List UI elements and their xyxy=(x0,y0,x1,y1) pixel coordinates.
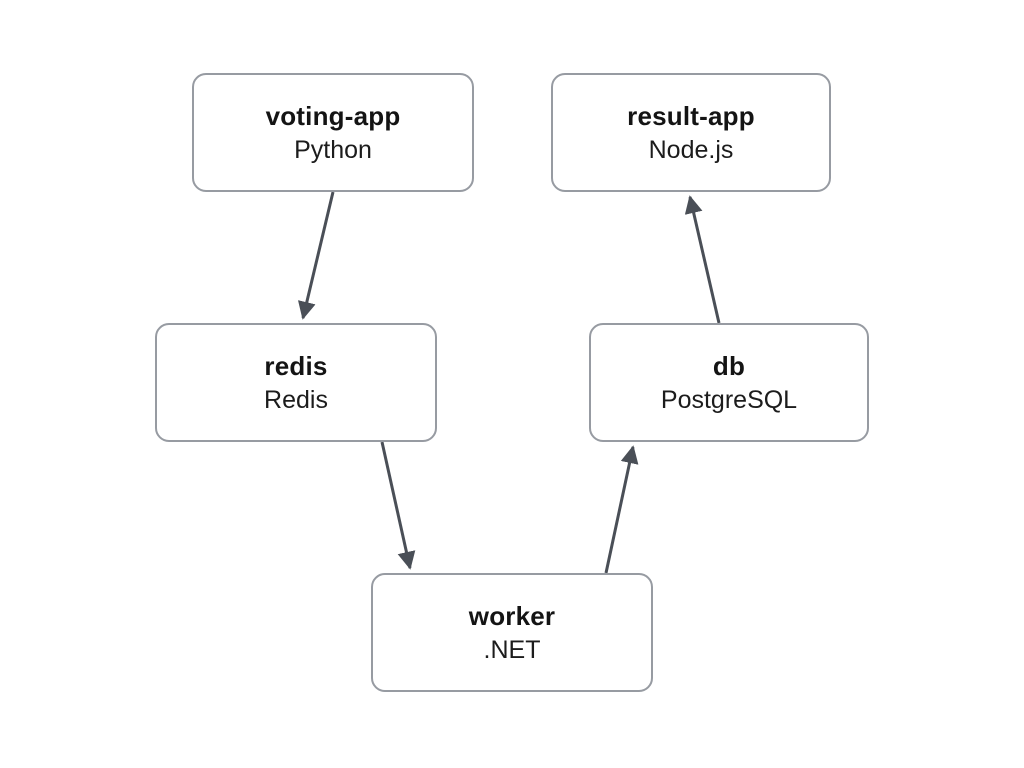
edge-voting-app-to-redis xyxy=(297,191,335,320)
node-voting-app: voting-app Python xyxy=(192,73,474,192)
node-voting-app-title: voting-app xyxy=(265,100,401,131)
node-db: db PostgreSQL xyxy=(589,323,869,442)
node-result-app-title: result-app xyxy=(627,100,755,131)
node-result-app-tech: Node.js xyxy=(648,135,734,164)
node-redis-tech: Redis xyxy=(264,385,328,414)
edge-worker-to-db xyxy=(604,445,639,574)
node-db-title: db xyxy=(712,350,746,381)
edge-db-to-result-app xyxy=(684,195,721,324)
node-redis-title: redis xyxy=(264,350,328,381)
node-worker-tech: .NET xyxy=(483,635,541,664)
edge-redis-to-worker xyxy=(380,441,416,570)
node-worker: worker .NET xyxy=(371,573,653,692)
node-result-app: result-app Node.js xyxy=(551,73,831,192)
node-redis: redis Redis xyxy=(155,323,437,442)
node-worker-title: worker xyxy=(468,600,556,631)
node-db-tech: PostgreSQL xyxy=(660,385,798,414)
node-voting-app-tech: Python xyxy=(294,135,372,164)
